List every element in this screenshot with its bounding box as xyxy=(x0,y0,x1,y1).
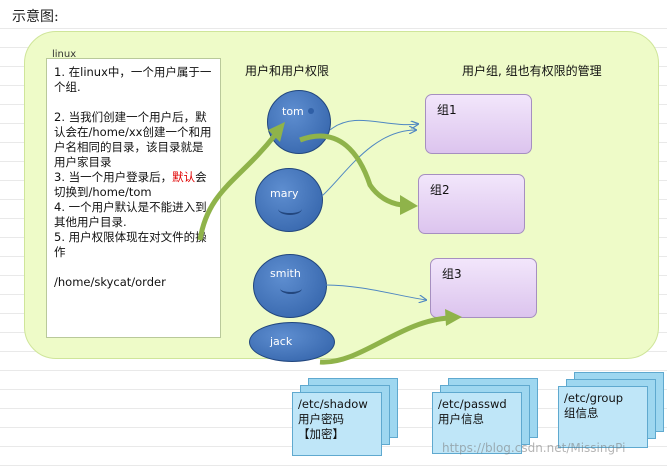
file-shadow-note: 【加密】 xyxy=(298,427,344,441)
user-jack: jack xyxy=(249,322,335,362)
user-tom-eye xyxy=(308,108,314,114)
page-title: 示意图: xyxy=(12,9,59,25)
user-tom: tom xyxy=(267,90,331,154)
user-mary: mary xyxy=(255,168,323,232)
note-3-highlight: 默认 xyxy=(172,170,196,184)
note-3-start: 3. 当一个用户登录后， xyxy=(54,170,173,184)
user-smith: smith xyxy=(253,254,327,318)
jack-to-shadow-arrowhead xyxy=(445,309,462,326)
users-header: 用户和用户权限 xyxy=(245,64,330,78)
note-5: 5. 用户权限体现在对文件的操作 xyxy=(54,230,207,259)
file-shadow-sheet-front: /etc/shadow 用户密码 【加密】 xyxy=(292,392,382,456)
note-1: 1. 在linux中，一个用户属于一个组. xyxy=(54,65,212,94)
mary-to-group1-arrow xyxy=(321,130,416,197)
user-smith-label: smith xyxy=(270,267,301,280)
tom-to-group1-arrow xyxy=(329,119,418,131)
panel-label: linux xyxy=(52,49,77,60)
file-group: /etc/group 组信息 xyxy=(558,372,664,450)
file-passwd-sheet-front: /etc/passwd 用户信息 xyxy=(432,392,522,454)
group-1: 组1 xyxy=(425,94,532,154)
group-2-label: 组2 xyxy=(430,183,450,197)
file-passwd: /etc/passwd 用户信息 xyxy=(432,378,538,456)
notes-box: 1. 在linux中，一个用户属于一个组. 2. 当我们创建一个用户后，默认会在… xyxy=(46,58,221,338)
note-3-end: 会切换到/home/tom xyxy=(54,170,207,199)
file-group-path: /etc/group xyxy=(564,391,624,405)
file-passwd-path: /etc/passwd xyxy=(438,397,507,411)
tom-to-group2-arrowhead xyxy=(400,195,418,215)
file-shadow-desc: 用户密码 xyxy=(298,412,344,426)
note-3: 3. 当一个用户登录后，默认会切换到/home/tom xyxy=(54,170,213,200)
user-mary-label: mary xyxy=(270,187,299,200)
group-2: 组2 xyxy=(418,174,525,234)
note-path: /home/skycat/order xyxy=(54,275,166,289)
note-4: 4. 一个用户默认是不能进入到其他用户目录. xyxy=(54,200,207,229)
file-passwd-desc: 用户信息 xyxy=(438,412,484,426)
file-shadow: /etc/shadow 用户密码 【加密】 xyxy=(292,378,398,456)
group-3: 组3 xyxy=(430,258,537,318)
jack-to-shadow-arrow xyxy=(319,315,451,365)
group-3-label: 组3 xyxy=(442,267,462,281)
smith-to-group3-arrow xyxy=(325,284,426,300)
groups-header: 用户组, 组也有权限的管理 xyxy=(462,64,602,78)
note-2: 2. 当我们创建一个用户后，默认会在/home/xx创建一个和用户名相同的目录，… xyxy=(54,110,212,169)
file-shadow-path: /etc/shadow xyxy=(298,397,368,411)
tom-to-group2-arrow xyxy=(299,133,406,208)
note-to-tom-arrow xyxy=(197,133,277,241)
user-tom-label: tom xyxy=(282,105,304,118)
file-group-desc: 组信息 xyxy=(564,406,599,420)
user-jack-label: jack xyxy=(270,335,293,348)
watermark: https://blog.csdn.net/MissingPi xyxy=(442,441,626,455)
file-group-sheet-front: /etc/group 组信息 xyxy=(558,386,648,448)
user-smith-smile xyxy=(280,283,302,294)
note-to-tom-arrowhead xyxy=(268,122,285,142)
user-mary-smile xyxy=(278,203,302,215)
group-1-label: 组1 xyxy=(437,103,457,117)
